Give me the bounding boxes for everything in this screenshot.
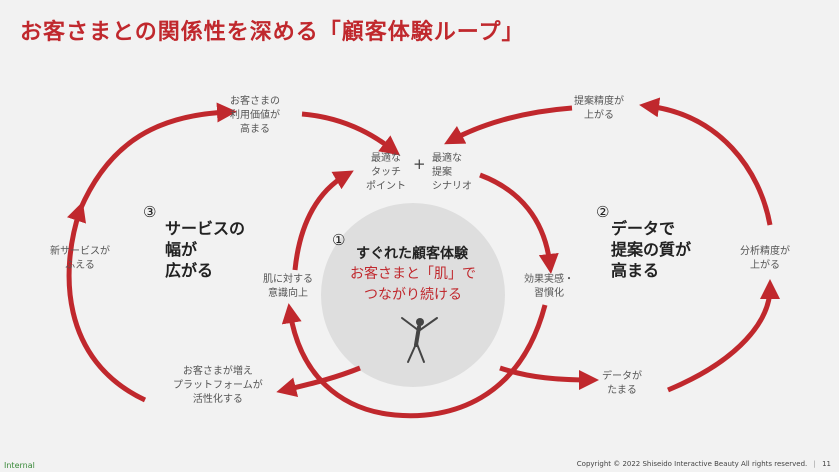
arrow-top-left <box>301 111 401 156</box>
label-user-value: お客さまの 利用価値が 高まる <box>230 96 280 135</box>
label-data-accumulates: データが たまる <box>602 371 642 396</box>
label-analysis-accuracy: 分析精度が 上がる <box>740 246 790 271</box>
label-scenario: 最適な 提案 シナリオ <box>432 153 472 192</box>
label-platform-active: お客さまが増え プラットフォームが 活性化する <box>173 366 263 405</box>
footer-copyright: Copyright © 2022 Shiseido Interactive Be… <box>576 460 831 468</box>
label-proposal-accuracy: 提案精度が 上がる <box>574 96 624 121</box>
center-circle <box>321 203 505 387</box>
section-2-number: ② <box>596 203 610 221</box>
arrow-top-right <box>444 105 573 145</box>
arrow-center-top <box>292 170 354 271</box>
arrow-center-bottom <box>281 303 548 419</box>
figure-icon <box>401 317 438 363</box>
label-effect-habit: 効果実感・ 習慣化 <box>524 274 574 299</box>
page-number: 11 <box>822 460 831 468</box>
arrow-center-right <box>479 172 559 274</box>
label-skin-awareness: 肌に対する 意識向上 <box>263 274 313 299</box>
footer-internal: Internal <box>4 461 35 470</box>
copyright-text: Copyright © 2022 Shiseido Interactive Be… <box>576 460 808 468</box>
section-2-text: データで 提案の質が 高まる <box>611 219 692 280</box>
section-3-number: ③ <box>143 203 157 221</box>
section-1-number: ① <box>332 231 346 249</box>
arrow-left-up <box>77 102 237 211</box>
label-new-service: 新サービスが ふえる <box>50 246 110 271</box>
arrow-right-down <box>667 279 780 393</box>
page-title: お客さまとの関係性を深める「顧客体験ループ」 <box>20 20 525 45</box>
arrow-right-up <box>639 97 773 226</box>
section-3-text: サービスの 幅が 広がる <box>165 219 246 280</box>
section-1-title: すぐれた顧客体験 <box>356 246 468 262</box>
arrow-left-down <box>66 201 147 403</box>
section-1-text: お客さまと「肌」で つながり続ける <box>350 266 476 303</box>
label-touchpoint: 最適な タッチ ポイント <box>366 153 406 192</box>
plus-sign: + <box>413 155 426 173</box>
arrow-data <box>499 365 599 390</box>
